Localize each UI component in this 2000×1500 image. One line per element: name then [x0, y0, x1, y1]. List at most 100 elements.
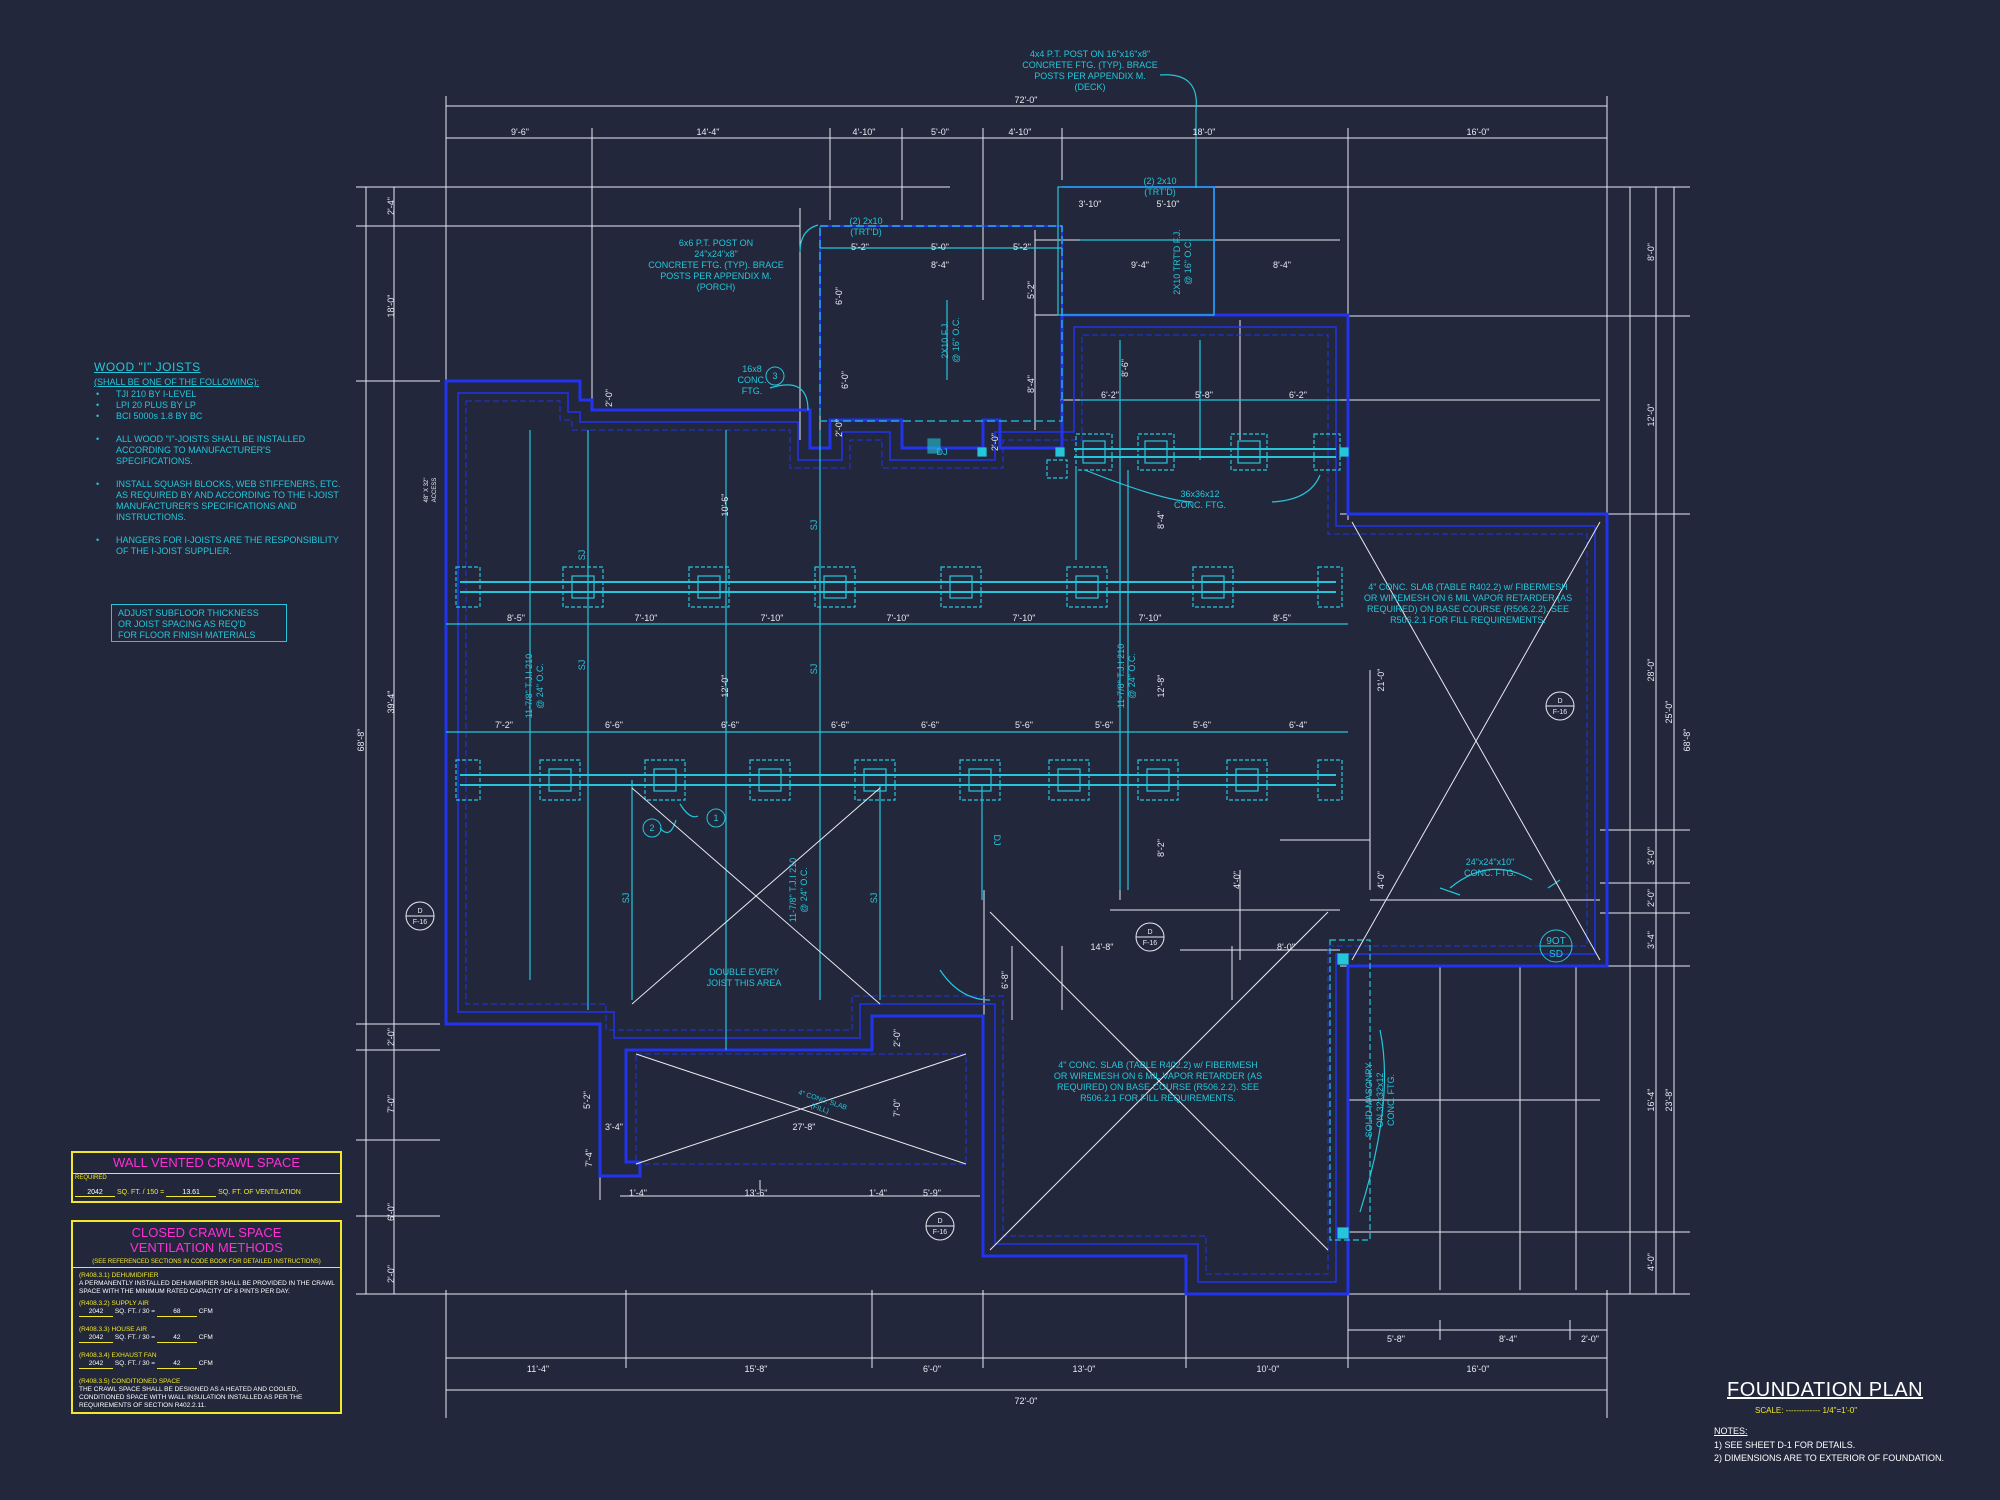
dim-inner-8-4b: 8'-4" — [1026, 375, 1036, 393]
dim-right-4: 2'-0" — [1646, 889, 1656, 907]
dim-porch-2: 5'-2" — [1013, 242, 1031, 252]
dim-right-3: 3'-0" — [1646, 847, 1656, 865]
dim-inner-8-2: 8'-2" — [1156, 839, 1166, 857]
dim-right-6: 16'-4" — [1646, 1089, 1656, 1112]
house-area: 2042 — [79, 1334, 113, 1343]
dim-inner-8-6: 8'-6" — [1120, 359, 1130, 377]
vent-area: 2042 — [75, 1189, 115, 1197]
dim-top-1: 14'-4" — [697, 127, 720, 137]
vertical-dimension-texts: 2'-4" 18'-0" 39'-4" 2'-0" 7'-0" 6'-0" 2'… — [356, 197, 1692, 1283]
dim-left-4: 7'-0" — [386, 1095, 396, 1113]
slab-crosses — [631, 521, 1601, 1251]
joist-brand: BCI 5000s 1.8 BY BC — [96, 411, 346, 422]
vent-divider — [73, 1173, 340, 1174]
dim-top-6: 16'-0" — [1467, 127, 1490, 137]
dim-inner-7-0: 7'-0" — [892, 1099, 902, 1117]
dim-left-3: 2'-0" — [386, 1028, 396, 1046]
joist-notes-subtitle: (SHALL BE ONE OF THE FOLLOWING): — [94, 377, 260, 387]
dim-left-1: 18'-0" — [386, 295, 396, 318]
dim-left-2: 39'-4" — [386, 691, 396, 714]
detail-labels: D F-16 D F-16 D F-16 D F-16 48" X 32"ACC… — [413, 478, 1568, 1236]
closed-crawl-table: CLOSED CRAWL SPACE VENTILATION METHODS (… — [71, 1220, 342, 1414]
house-air-section: (R408.3.3) HOUSE AIR 2042 SQ. FT. / 30 =… — [79, 1326, 337, 1343]
framing-members — [446, 74, 1561, 1241]
dim-top-0: 9'-6" — [511, 127, 529, 137]
joist-note: ALL WOOD "I"-JOISTS SHALL BE INSTALLED A… — [96, 434, 346, 467]
dehumidifier-section: (R408.3.1) DEHUMIDIFIER A PERMANENTLY IN… — [79, 1272, 337, 1296]
dim-right-2: 28'-0" — [1646, 659, 1656, 682]
adjust-subfloor-note: ADJUST SUBFLOOR THICKNESS OR JOIST SPACI… — [111, 604, 287, 642]
dim-top-overall: 72'-0" — [1015, 95, 1038, 105]
vent-unit2: SQ. FT. OF VENTILATION — [218, 1189, 301, 1196]
dim-rb-2: 2'-0" — [1581, 1334, 1599, 1344]
adjust-line: ADJUST SUBFLOOR THICKNESS — [118, 608, 259, 618]
dim-beam1-2: 6'-2" — [1289, 390, 1307, 400]
beam-porch-label: (2) 2x10(TRT'D) — [849, 216, 882, 237]
access-label: 48" X 32"ACCESS — [424, 478, 438, 503]
dim-beam2-0: 8'-5" — [507, 613, 525, 623]
drawing-title: FOUNDATION PLAN — [1727, 1379, 1924, 1401]
dim-bottom-2: 6'-0" — [923, 1364, 941, 1374]
pad-row-1 — [455, 566, 1343, 608]
dim-top-5: 18'-0" — [1193, 127, 1216, 137]
joist-spec-3: 11-7/8" T.J.I 210@ 24" O.C. — [788, 858, 809, 922]
drawing-note: 1) SEE SHEET D-1 FOR DETAILS. — [1714, 1440, 1856, 1450]
joist-brand: LPI 20 PLUS BY LP — [96, 400, 346, 411]
supply-air-section: (R408.3.2) SUPPLY AIR 2042 SQ. FT. / 30 … — [79, 1300, 337, 1317]
beam-deck-label: (2) 2x10(TRT'D) — [1143, 176, 1176, 197]
callout-3: 3 — [772, 371, 777, 381]
detail-d-4: D — [1557, 698, 1562, 705]
dim-deck-0: 3'-10" — [1079, 199, 1102, 209]
dim-right-mid-0: 25'-0" — [1664, 701, 1674, 724]
vent-required-label: REQUIRED — [75, 1175, 107, 1181]
dim-beam3-3: 6'-6" — [831, 720, 849, 730]
sj-label-4: SJ — [809, 664, 819, 675]
dim-inner-5-2: 5'-2" — [582, 1091, 592, 1109]
dim-bottom-0: 11'-4" — [527, 1364, 549, 1374]
dim-inner-27-8: 27'-8" — [793, 1122, 816, 1132]
dim-inner-2-0b: 2'-0" — [834, 419, 844, 437]
detail-9ot: 9OT — [1546, 936, 1565, 947]
solid-masonry-note: SOLID MASONRYON 32x32x12CONC. FTG. — [1364, 1063, 1396, 1138]
closed-title-line2: VENTILATION METHODS — [130, 1240, 283, 1255]
dim-inner-5-8v: 5'-2" — [1026, 281, 1036, 299]
adjust-line: FOR FLOOR FINISH MATERIALS — [118, 630, 256, 640]
sj-label-5: SJ — [621, 893, 631, 904]
dim-beam3-1: 6'-6" — [605, 720, 623, 730]
dim-inner-4-0a: 4'-0" — [1232, 871, 1242, 889]
conc-ftg-24-note: 24"x24"x10"CONC. FTG. — [1464, 857, 1516, 878]
dim-beam2-5: 7'-10" — [1139, 613, 1162, 623]
detail-d-1: D — [417, 908, 422, 915]
dim-inner-21-0: 21'-0" — [1376, 669, 1386, 692]
supply-cfm: CFM — [198, 1308, 213, 1315]
dim-beam2-6: 8'-5" — [1273, 613, 1291, 623]
slab-center-note: 4" CONC. SLAB (TABLE R402.2) w/ FIBERMES… — [1054, 1060, 1262, 1103]
dim-porch-3: 8'-4" — [931, 260, 949, 270]
notes-heading: NOTES: — [1714, 1426, 1748, 1436]
dim-inner-10-6: 10'-6" — [720, 494, 730, 517]
joist-notes-list: ALL WOOD "I"-JOISTS SHALL BE INSTALLED A… — [96, 434, 346, 569]
dimension-texts: 72'-0" 9'-6" 14'-4" 4'-10" 5'-0" 4'-10" … — [495, 95, 1599, 1406]
exhaust-unit: SQ. FT. / 30 = — [114, 1360, 156, 1367]
dim-top-4: 4'-10" — [1009, 127, 1032, 137]
dim-inner-4-0b: 4'-0" — [1376, 871, 1386, 889]
dim-top-2: 4'-10" — [853, 127, 876, 137]
vent-calc-row: 2042 SQ. FT. / 150 = 13.61 SQ. FT. OF VE… — [75, 1189, 301, 1197]
callout-2: 2 — [649, 823, 654, 833]
dim-beam2-1: 7'-10" — [635, 613, 658, 623]
dim-beam3-0: 7'-2" — [495, 720, 513, 730]
dim-deck-3: 8'-4" — [1273, 260, 1291, 270]
detail-ref-3: F-16 — [933, 1229, 948, 1236]
conditioned-space-heading: (R408.3.5) CONDITIONED SPACE — [79, 1378, 181, 1385]
dim-inner-2-0c: 2'-0" — [604, 389, 614, 407]
exhaust-cfm: CFM — [198, 1360, 213, 1367]
dim-right-5: 3'-4" — [1646, 931, 1656, 949]
exhaust-value: 42 — [156, 1360, 197, 1369]
joist-2x10: 2X10 F.J.@ 16" O.C. — [940, 317, 961, 363]
dim-beam2-2: 7'-10" — [761, 613, 784, 623]
annotation-texts: 4x4 P.T. POST ON 16"x16"x8"CONCRETE FTG.… — [524, 49, 1572, 1137]
